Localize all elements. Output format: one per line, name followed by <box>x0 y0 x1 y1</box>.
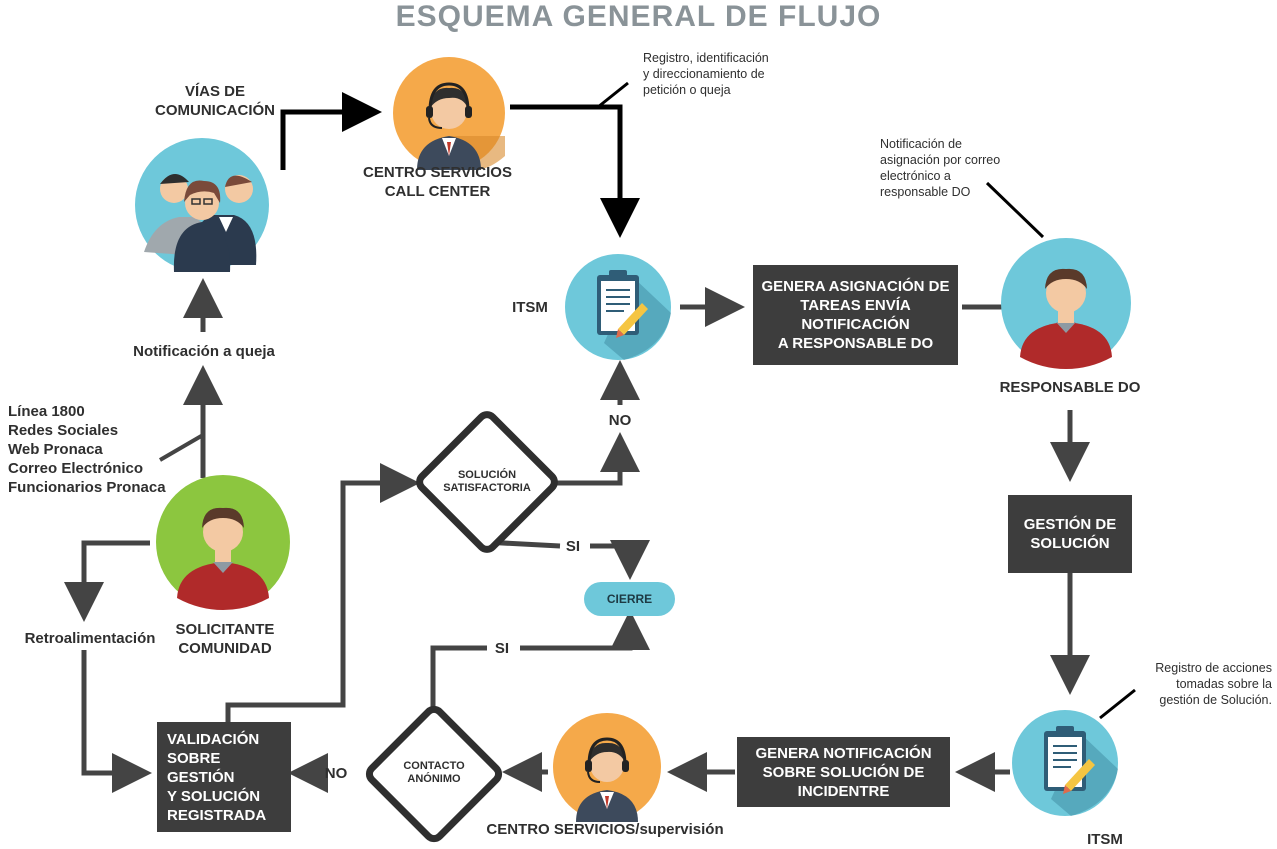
validacion-line-4: Y SOLUCIÓN <box>167 787 261 805</box>
person-icon <box>1001 238 1131 369</box>
notificacion-line-2: SOBRE SOLUCIÓN DE <box>762 763 925 781</box>
decision-contacto-label: CONTACTO ANÓNIMO <box>390 760 478 786</box>
label-itsm-bottom: ITSM <box>1087 831 1123 848</box>
validacion-line-3: GESTIÓN <box>167 768 235 786</box>
edge-label-no-bottom: NO <box>324 765 348 782</box>
arrow-contacto-to-cierre <box>430 645 487 712</box>
channel-item: Correo Electrónico <box>8 460 144 477</box>
box-genera-notificacion: GENERA NOTIFICACIÓN SOBRE SOLUCIÓN DE IN… <box>737 737 950 807</box>
label-centro-supervision: CENTRO SERVICIOS/supervisión <box>486 821 724 838</box>
person-icon <box>156 475 290 610</box>
validacion-line-2: SOBRE <box>167 749 221 767</box>
note-asig-line-4: responsable DO <box>880 185 971 199</box>
people-group-icon <box>135 138 269 272</box>
channel-item: Redes Sociales <box>8 422 119 439</box>
channel-item: Línea 1800 <box>8 403 85 420</box>
contacto-line-2: ANÓNIMO <box>407 773 461 785</box>
edge-label-notificacion-queja: Notificación a queja <box>133 343 275 360</box>
note-pointer-registro <box>597 81 629 109</box>
decision-solucion-label: SOLUCIÓN SATISFACTORIA <box>428 469 546 495</box>
arrow-retro-to-validacion <box>81 650 152 793</box>
validacion-line-1: VALIDACIÓN <box>167 730 260 748</box>
note-acciones-line-1: Registro de acciones <box>1155 661 1272 675</box>
arrow-solicitante-retro <box>64 540 150 622</box>
notificacion-line-3: INCIDENTRE <box>797 782 890 800</box>
asignacion-line-1: GENERA ASIGNACIÓN DE <box>761 278 950 295</box>
gestion-line-1: GESTIÓN DE <box>1023 516 1117 533</box>
note-notificacion-asignacion: Notificación de asignación por correo el… <box>880 136 1040 200</box>
label-itsm-top: ITSM <box>512 299 548 316</box>
label-call-center: CENTRO SERVICIOS CALL CENTER <box>350 163 525 201</box>
solucion-line-1: SOLUCIÓN <box>457 469 517 481</box>
diagram-title: ESQUEMA GENERAL DE FLUJO <box>395 0 882 33</box>
solucion-line-2: SATISFACTORIA <box>443 482 531 494</box>
arrow-vias-to-callcenter <box>280 92 382 170</box>
clipboard-pencil-icon <box>565 254 671 360</box>
note-acciones-line-2: tomadas sobre la <box>1176 677 1272 691</box>
box-genera-asignacion: GENERA ASIGNACIÓN DE TAREAS ENVÍA NOTIFI… <box>753 265 958 365</box>
vias-line-2: COMUNICACIÓN <box>155 102 275 119</box>
label-solicitante: SOLICITANTE COMUNIDAD <box>160 620 290 658</box>
note-pointer-acciones <box>1099 688 1136 720</box>
note-registro: Registro, identificación y direccionamie… <box>643 50 813 98</box>
note-registro-line-1: Registro, identificación <box>643 51 769 65</box>
channel-item: Web Pronaca <box>8 441 103 458</box>
note-asig-line-3: electrónico a <box>880 169 951 183</box>
cierre-pill: CIERRE <box>584 582 675 616</box>
channels-pointer <box>158 433 205 462</box>
customer-service-icon <box>553 713 661 822</box>
edge-label-no-top: NO <box>608 412 632 429</box>
arrow-si-to-cierre <box>520 610 650 651</box>
asignacion-line-3: NOTIFICACIÓN <box>801 316 910 333</box>
callcenter-line-2: CALL CENTER <box>384 183 491 200</box>
edge-label-si-bottom: SI <box>494 640 510 657</box>
arrow-solucion-no <box>545 432 640 486</box>
arrow-callcenter-to-itsm <box>510 104 640 238</box>
vias-line-1: VÍAS DE <box>184 83 245 100</box>
solicitante-line-2: COMUNIDAD <box>178 640 272 657</box>
validacion-line-5: REGISTRADA <box>167 806 267 824</box>
note-registro-line-2: y direccionamiento de <box>643 67 765 81</box>
label-vias-comunicacion: VÍAS DE COMUNICACIÓN <box>150 82 280 120</box>
note-registro-acciones: Registro de acciones tomadas sobre la ge… <box>1132 660 1272 708</box>
asignacion-line-4: A RESPONSABLE DO <box>777 335 934 352</box>
asignacion-line-2: TAREAS ENVÍA <box>800 297 911 314</box>
arrow-si-down-cierre <box>590 540 650 580</box>
edge-label-retroalimentacion: Retroalimentación <box>24 630 156 647</box>
notificacion-line-1: GENERA NOTIFICACIÓN <box>755 744 932 762</box>
label-responsable-do: RESPONSABLE DO <box>999 379 1141 396</box>
channels-list: Línea 1800 Redes Sociales Web Pronaca Co… <box>8 402 188 497</box>
note-asig-line-1: Notificación de <box>880 137 962 151</box>
decision-solucion-shape <box>416 411 558 553</box>
contacto-line-1: CONTACTO <box>403 760 465 772</box>
gestion-line-2: SOLUCIÓN <box>1030 535 1110 552</box>
channel-item: Funcionarios Pronaca <box>8 479 166 496</box>
call-center-agent-icon <box>393 57 505 170</box>
box-gestion-solucion: GESTIÓN DE SOLUCIÓN <box>1008 495 1132 573</box>
note-acciones-line-3: gestión de Solución. <box>1159 693 1272 707</box>
decision-contacto-shape <box>365 705 503 843</box>
box-validacion: VALIDACIÓN SOBRE GESTIÓN Y SOLUCIÓN REGI… <box>157 722 291 832</box>
edge-label-si-top: SI <box>565 538 581 555</box>
note-asig-line-2: asignación por correo <box>880 153 1001 167</box>
arrow-validacion-to-solucion <box>225 463 420 722</box>
clipboard-pencil-icon <box>1012 710 1118 816</box>
callcenter-line-1: CENTRO SERVICIOS <box>363 164 512 181</box>
solicitante-line-1: SOLICITANTE <box>175 621 275 638</box>
note-pointer-notificacion <box>985 181 1045 239</box>
note-registro-line-3: petición o queja <box>643 83 731 97</box>
